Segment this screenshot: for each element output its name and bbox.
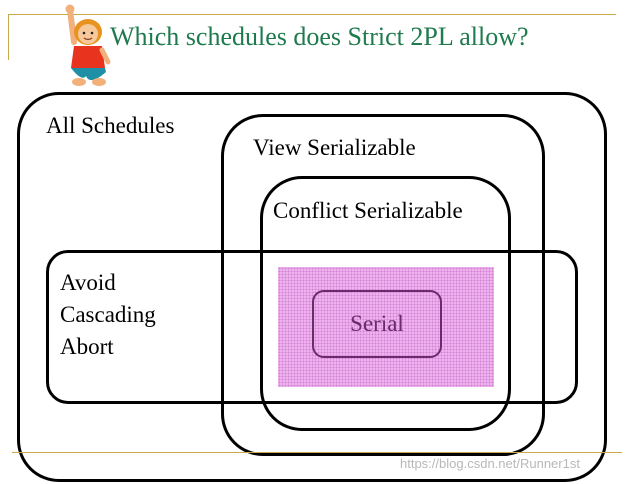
all-schedules-set: [17, 92, 607, 482]
conflict-serializable-set: [260, 176, 511, 431]
avoid-cascading-abort-set: [46, 250, 578, 404]
avoid-cascading-abort-label-line3: Abort: [60, 334, 114, 359]
watermark: https://blog.csdn.net/Runner1st: [400, 456, 580, 471]
strict-2pl-region: [278, 267, 494, 387]
serial-label: Serial: [350, 311, 404, 336]
hand-raised-girl-icon: [65, 4, 111, 86]
view-serializable-set: [221, 114, 545, 456]
avoid-cascading-abort-label-line1: Avoid: [60, 270, 116, 295]
view-serializable-label: View Serializable: [253, 135, 416, 160]
all-schedules-label: All Schedules: [46, 113, 175, 138]
serial-set: Serial: [312, 290, 442, 358]
header-rule: [8, 14, 616, 15]
header-rule-left: [8, 14, 9, 60]
footer-rule: [12, 452, 622, 453]
conflict-serializable-label: Conflict Serializable: [273, 198, 463, 223]
avoid-cascading-abort-label-line2: Cascading: [60, 302, 156, 327]
slide-title: Which schedules does Strict 2PL allow?: [110, 22, 529, 51]
